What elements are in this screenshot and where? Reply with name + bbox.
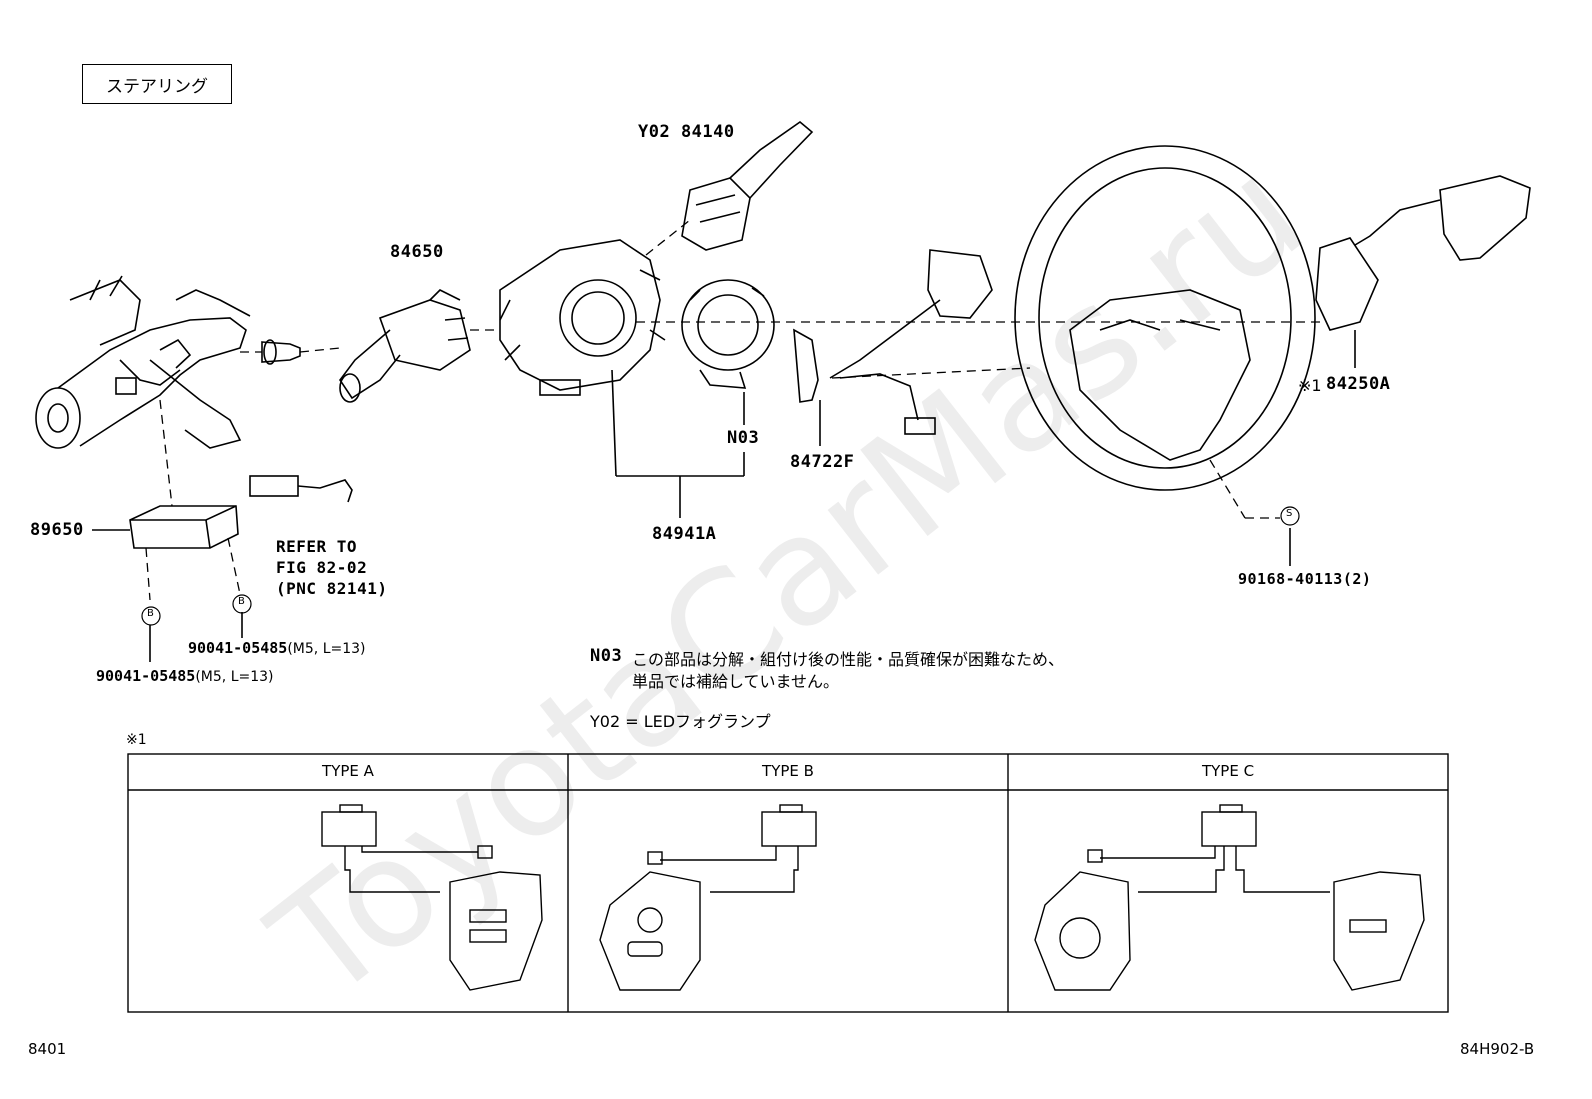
label-90041-upper-spec: (M5, L=13) bbox=[287, 641, 366, 657]
b-marker-left: B bbox=[147, 608, 154, 619]
refer-line-3: (PNC 82141) bbox=[276, 579, 388, 598]
type-c-drawing bbox=[1034, 804, 1425, 991]
refer-line-1: REFER TO bbox=[276, 537, 358, 556]
label-90041-lower: 90041-05485(M5, L=13) bbox=[96, 666, 274, 685]
footer-left-code: 8401 bbox=[28, 1040, 67, 1058]
type-a-header: TYPE A bbox=[322, 762, 374, 780]
label-90041-upper-number: 90041-05485 bbox=[188, 639, 288, 657]
circle-markers bbox=[141, 506, 1300, 626]
note-n03-code: N03 bbox=[590, 646, 623, 666]
note-y02: Y02 = LEDフォグランプ bbox=[590, 712, 771, 731]
steering-wheel-illustration bbox=[1014, 145, 1316, 491]
type-b-drawing bbox=[599, 804, 817, 991]
label-84941a: 84941A bbox=[652, 524, 717, 544]
steering-column-illustration bbox=[35, 275, 251, 449]
watermark-text: ToyotaCarMas.ru bbox=[241, 126, 1335, 1034]
label-84140: Y02 84140 bbox=[638, 122, 735, 142]
label-89650: 89650 bbox=[30, 520, 84, 540]
harness-84722f-illustration bbox=[793, 249, 993, 435]
footer-right-code: 84H902-B bbox=[1460, 1040, 1535, 1058]
key-cylinder-illustration bbox=[261, 339, 301, 365]
label-90041-lower-number: 90041-05485 bbox=[96, 667, 196, 685]
type-b-header: TYPE B bbox=[762, 762, 814, 780]
label-84650: 84650 bbox=[390, 242, 444, 262]
label-90041-upper: 90041-05485(M5, L=13) bbox=[188, 638, 366, 657]
note-n03-line2: 単品では補給していません。 bbox=[632, 672, 840, 691]
dashed-assembly-lines bbox=[145, 219, 1320, 601]
b-marker-right: B bbox=[238, 596, 245, 607]
combination-switch-84941a-illustration bbox=[499, 239, 666, 396]
types-table-mark: ※1 bbox=[126, 732, 147, 748]
label-84722f: 84722F bbox=[790, 452, 855, 472]
types-table-grid bbox=[127, 753, 1449, 1013]
refer-connector-illustration bbox=[249, 475, 353, 503]
label-90041-lower-spec: (M5, L=13) bbox=[195, 669, 274, 685]
label-n03: N03 bbox=[727, 428, 760, 448]
leader-lines bbox=[92, 330, 1356, 662]
switch-84650-illustration bbox=[339, 289, 471, 403]
label-84250a-mark: ※1 bbox=[1298, 376, 1322, 395]
refer-line-2: FIG 82-02 bbox=[276, 558, 368, 577]
steering-switch-84250a-illustration bbox=[1315, 175, 1531, 331]
label-90168: 90168-40113(2) bbox=[1238, 570, 1372, 588]
page-title: ステアリング bbox=[82, 64, 232, 104]
type-c-header: TYPE C bbox=[1201, 762, 1255, 780]
refer-note: REFER TO FIG 82-02 (PNC 82141) bbox=[276, 536, 387, 599]
s-marker: S bbox=[1286, 508, 1293, 519]
label-84250a: 84250A bbox=[1326, 374, 1391, 394]
note-n03-line1: この部品は分解・組付け後の性能・品質確保が困難なため、 bbox=[632, 650, 1065, 669]
switch-lever-84140-illustration bbox=[681, 120, 814, 251]
type-a-drawing bbox=[321, 804, 543, 991]
page-title-text: ステアリング bbox=[106, 76, 208, 97]
ecu-89650-illustration bbox=[129, 505, 239, 549]
clock-spring-n03-illustration bbox=[681, 279, 775, 389]
